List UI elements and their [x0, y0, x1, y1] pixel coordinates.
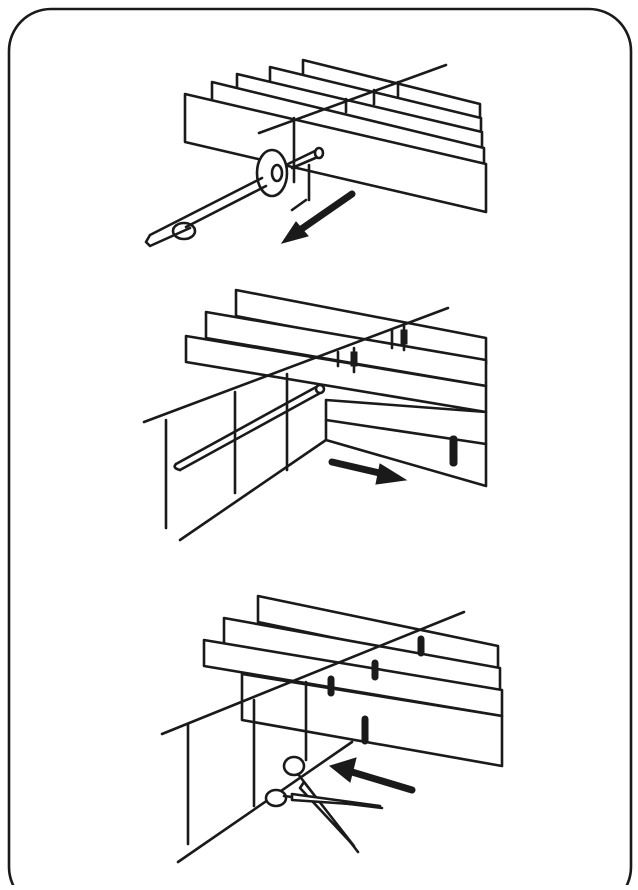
- step-3-slot: [361, 715, 369, 745]
- step-1-rod: [286, 148, 322, 170]
- step-1-plug-hub: [270, 163, 284, 183]
- step-3-panel: [160, 594, 504, 864]
- scissors-handle: [282, 755, 306, 777]
- step-3-arrow: [348, 768, 416, 794]
- step-3-slot: [371, 659, 379, 681]
- step-1-arrow: [296, 190, 356, 234]
- step-2-slat-edge: [324, 418, 488, 446]
- step-1-slat: [183, 92, 488, 214]
- step-2-rod: [174, 384, 324, 472]
- step-1-rod-end: [313, 146, 325, 160]
- step-1-arrow-tail: [290, 198, 308, 212]
- step-1-hook: [144, 176, 264, 248]
- step-3-slot: [417, 635, 425, 657]
- step-2-ladder-cord: [142, 306, 450, 424]
- step-2-rod-tip: [173, 462, 182, 472]
- step-3-slot: [327, 675, 335, 697]
- scissors-icon: [264, 755, 384, 854]
- step-3-ladder-cord: [160, 610, 466, 736]
- step-2-slot: [449, 435, 458, 467]
- scissors-blade: [290, 792, 382, 808]
- step-1-hook-loop: [171, 221, 197, 241]
- step-3-ladder-cord: [176, 740, 354, 864]
- step-2-sliding-slat: [324, 398, 488, 488]
- step-2-ladder-cord: [178, 438, 328, 542]
- step-2-panel: [142, 288, 488, 542]
- step-2-arrow-head: [375, 463, 408, 485]
- step-2-cord-tab: [400, 329, 408, 345]
- step-1-hook: [184, 184, 268, 229]
- frame-border: [7, 7, 633, 890]
- step-1-arrow-head: [280, 221, 309, 244]
- step-1-panel: [144, 58, 488, 248]
- scissors-blade: [298, 780, 356, 848]
- step-2-rod-end: [314, 383, 326, 395]
- step-2-cord-tab: [350, 351, 358, 367]
- step-2-arrow: [328, 458, 388, 478]
- scissors-handle: [264, 788, 288, 808]
- step-3-arrow-head: [328, 757, 357, 783]
- step-1-ladder-cord: [257, 63, 448, 135]
